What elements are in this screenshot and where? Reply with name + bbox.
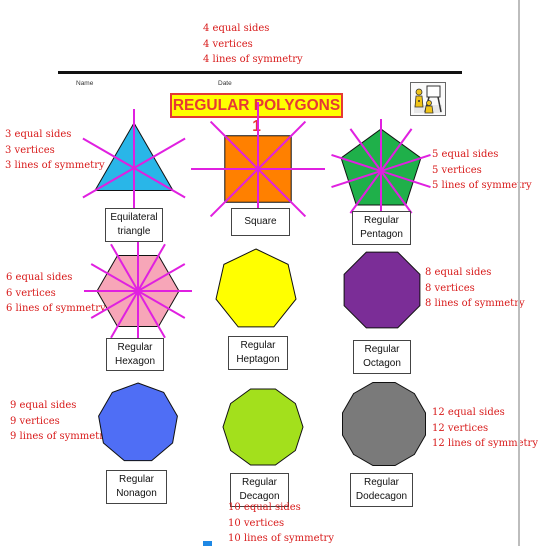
note-line: 12 lines of symmetry	[432, 438, 538, 449]
label-line: Heptagon	[236, 354, 280, 365]
note-line: 12 vertices	[432, 422, 489, 434]
note-line: 4 vertices	[203, 38, 253, 50]
heptagon-label: Regular Heptagon	[228, 336, 288, 370]
label-line: Octagon	[363, 358, 401, 369]
note-line: 4 equal sides	[203, 23, 270, 34]
header-rule	[58, 71, 462, 74]
note-line: 3 lines of symmetry	[5, 160, 105, 171]
name-label: Name	[76, 80, 94, 87]
label-line: Regular	[364, 344, 400, 355]
label-line: Square	[244, 216, 277, 227]
label-line: Nonagon	[116, 488, 157, 499]
note-line: 4 lines of symmetry	[203, 54, 303, 65]
triangle-properties-note: 3 equal sides 3 vertices 3 lines of symm…	[5, 127, 105, 174]
note-line: 5 vertices	[432, 164, 482, 176]
dodecagon-label: Regular Dodecagon	[350, 473, 413, 507]
note-line: 6 vertices	[6, 287, 56, 299]
note-line: 8 equal sides	[425, 267, 492, 278]
note-line: 6 lines of symmetry	[6, 303, 106, 314]
hexagon-properties-note: 6 equal sides 6 vertices 6 lines of symm…	[6, 270, 106, 317]
triangle-label: Equilateral triangle	[105, 208, 163, 242]
decagon-shape	[222, 388, 304, 466]
hexagon-symmetry-line	[90, 263, 186, 319]
worksheet-page: 4 equal sides 4 vertices 4 lines of symm…	[5, 0, 538, 547]
nonagon-label: Regular Nonagon	[106, 470, 167, 504]
label-line: Regular	[241, 477, 278, 488]
label-line: Hexagon	[114, 356, 156, 367]
date-label: Date	[218, 80, 232, 87]
label-line: Equilateral	[110, 212, 158, 223]
note-line: 9 vertices	[10, 415, 60, 427]
note-line: 8 vertices	[425, 282, 475, 294]
note-line: 8 lines of symmetry	[425, 298, 525, 309]
note-line: 9 equal sides	[10, 400, 77, 411]
label-line: Pentagon	[360, 229, 403, 240]
note-line: 12 equal sides	[432, 407, 505, 418]
note-line: 10 vertices	[228, 517, 285, 529]
note-line: 6 equal sides	[6, 272, 73, 283]
note-line: 5 lines of symmetry	[432, 180, 532, 191]
label-line: Regular	[117, 342, 153, 353]
pentagon-properties-note: 5 equal sides 5 vertices 5 lines of symm…	[432, 147, 532, 194]
note-line: 3 vertices	[5, 144, 55, 156]
decagon-properties-note: 10 equal sides 10 vertices 10 lines of s…	[228, 500, 334, 547]
octagon-properties-note: 8 equal sides 8 vertices 8 lines of symm…	[425, 265, 525, 312]
decagon-label: Regular Decagon	[230, 473, 289, 507]
note-line: 10 equal sides	[228, 502, 301, 513]
label-line: Dodecagon	[355, 491, 408, 502]
dodecagon-shape	[342, 382, 426, 466]
pentagon-label: Regular Pentagon	[352, 211, 411, 245]
octagon-shape	[343, 251, 421, 329]
note-line: 5 equal sides	[432, 149, 499, 160]
label-line: Regular	[363, 215, 400, 226]
label-line: Decagon	[239, 491, 280, 502]
polygon-drawings	[82, 102, 431, 466]
note-line: 9 lines of symmetry	[10, 431, 110, 442]
page-tab-marker	[203, 541, 212, 546]
label-line: Regular	[240, 340, 276, 351]
label-line: Regular	[118, 474, 155, 485]
nonagon-properties-note: 9 equal sides 9 vertices 9 lines of symm…	[10, 398, 110, 445]
pentagon-symmetry-line	[331, 153, 431, 189]
octagon-label: Regular Octagon	[353, 340, 411, 374]
note-line: 3 equal sides	[5, 129, 72, 140]
page-edge	[518, 0, 520, 546]
label-line: Regular	[363, 477, 400, 488]
square-properties-note: 4 equal sides 4 vertices 4 lines of symm…	[203, 21, 303, 68]
label-line: triangle	[117, 226, 151, 237]
children-with-easel-icon	[410, 82, 446, 116]
note-line: 10 lines of symmetry	[228, 533, 334, 544]
nonagon-shape	[98, 382, 178, 462]
dodecagon-properties-note: 12 equal sides 12 vertices 12 lines of s…	[432, 405, 538, 452]
heptagon-shape	[215, 248, 297, 328]
hexagon-label: Regular Hexagon	[106, 338, 164, 371]
square-label: Square	[231, 208, 290, 236]
triangle-symmetry-line	[82, 137, 186, 199]
page-title: REGULAR POLYGONS 1	[170, 93, 343, 135]
